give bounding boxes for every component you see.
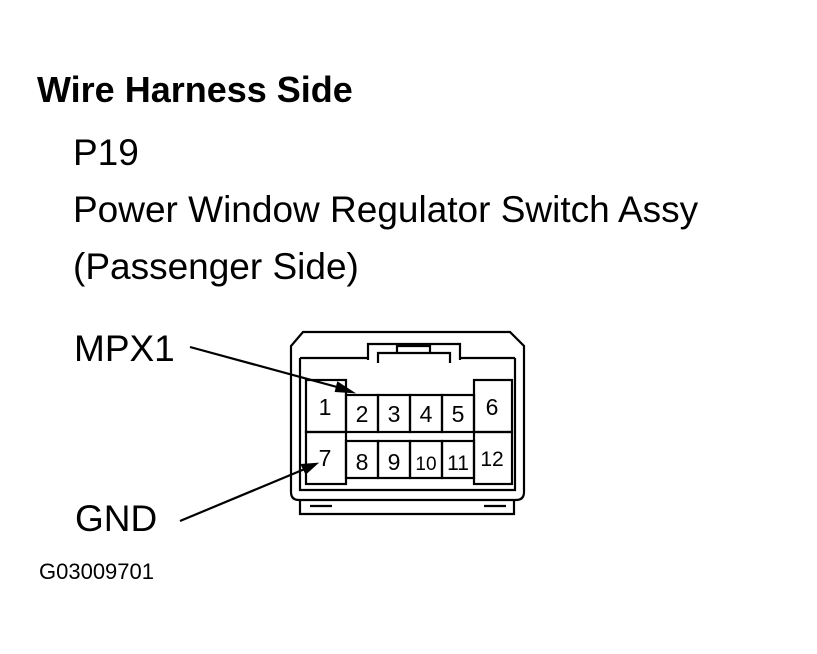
pin-cavity-12	[472, 430, 514, 486]
pin-number: 5	[452, 401, 465, 427]
connector-code: P19	[73, 132, 139, 173]
pin-number: 11	[447, 452, 469, 475]
connector-name: Power Window Regulator Switch Assy	[73, 189, 699, 230]
gnd-label: GND	[75, 498, 158, 539]
pin-number: 3	[388, 401, 401, 427]
pin-number: 8	[356, 449, 369, 475]
gnd-leader-line	[179, 464, 313, 523]
figure-code: G03009701	[39, 559, 154, 584]
pin-number: 1	[319, 394, 332, 420]
mpx1-leader-line	[189, 345, 349, 392]
pin-number: 4	[420, 401, 433, 427]
mpx1-label: MPX1	[74, 328, 175, 369]
pin-number: 6	[486, 394, 499, 420]
pin-number: 7	[319, 445, 332, 471]
connector-inner-wall	[298, 358, 517, 492]
pin-number: 10	[415, 454, 436, 475]
diagram-heading: Wire Harness Side	[37, 69, 353, 110]
pin-number: 12	[480, 448, 503, 471]
connector-side: (Passenger Side)	[73, 246, 359, 287]
pin-number: 9	[388, 449, 401, 475]
connector-housing	[289, 330, 526, 502]
connector-latch	[366, 342, 462, 360]
pin-number: 2	[356, 401, 369, 427]
connector-bottom-rail	[298, 500, 516, 516]
